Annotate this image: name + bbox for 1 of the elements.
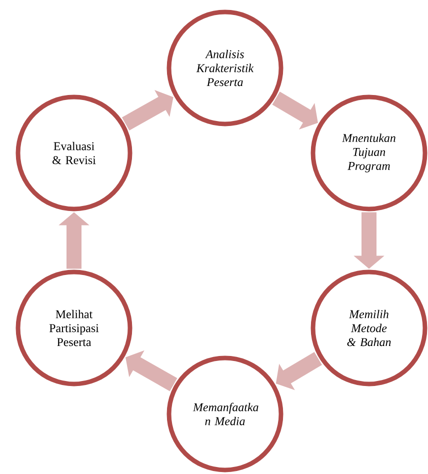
block-arrow — [122, 90, 174, 130]
